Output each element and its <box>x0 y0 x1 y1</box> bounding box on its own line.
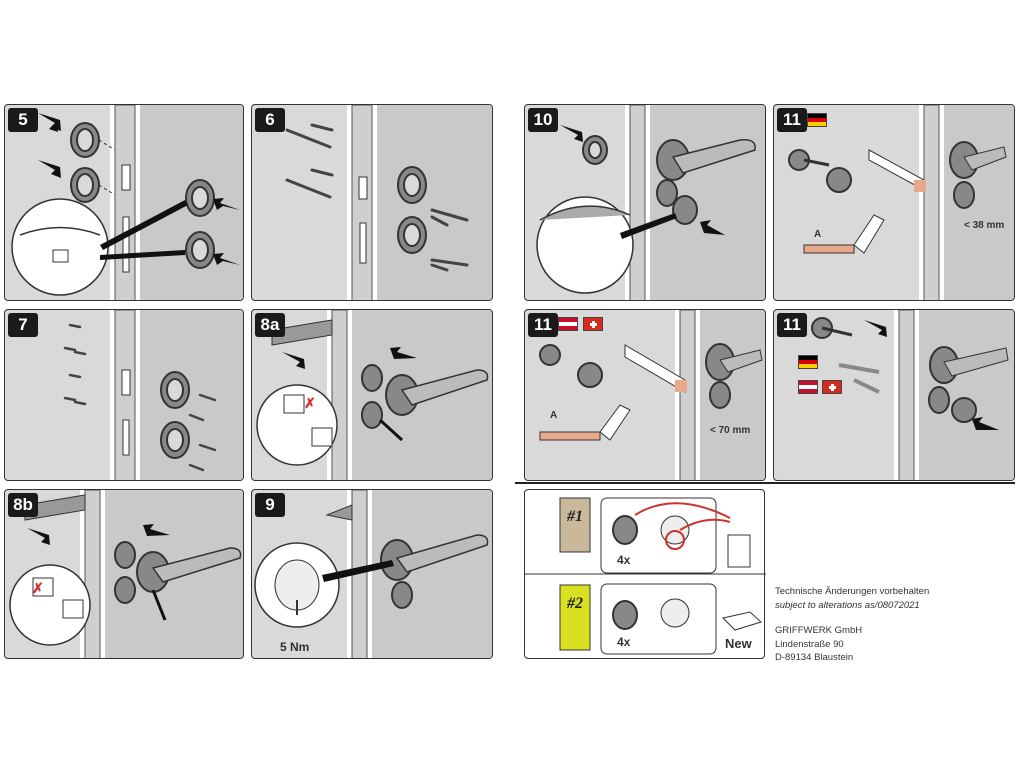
step-number: 9 <box>255 493 285 517</box>
step-number: 8a <box>255 313 285 337</box>
step-5-illustration <box>11 105 243 300</box>
step-8a-panel: ✗ 8a <box>251 309 493 481</box>
step-11-austria-switzerland-panel: 11 < 70 mm A <box>524 309 766 481</box>
step-number: 11 <box>528 313 558 337</box>
switzerland-flag <box>822 380 842 394</box>
step-10-illustration <box>536 105 765 300</box>
measurement-label: < 38 mm <box>964 220 1005 231</box>
disposal-illustration <box>525 497 766 655</box>
changes-notice-english: subject to alterations as/08072021 <box>775 599 920 611</box>
step-9-panel: 9 5 Nm <box>251 489 493 659</box>
step-9-illustration <box>254 490 492 658</box>
step-number: 6 <box>255 108 285 132</box>
disposal-option-1-count: 4x <box>617 553 631 567</box>
step-number: 11 <box>777 313 807 337</box>
step-8b-illustration: ✗ <box>9 490 243 658</box>
disposal-option-2-count: 4x <box>617 635 631 649</box>
step-number: 10 <box>528 108 558 132</box>
germany-flag <box>807 113 827 127</box>
measurement-label: < 70 mm <box>710 425 751 436</box>
svg-text:✗: ✗ <box>304 395 316 411</box>
germany-flag <box>798 355 818 369</box>
step-number: 8b <box>8 493 38 517</box>
disposal-option-2-label: #2 <box>567 595 583 612</box>
step-11-germany-illustration <box>788 105 1014 300</box>
label-a: A <box>550 410 558 421</box>
step-11-austria-switzerland-illustration <box>539 310 765 480</box>
switzerland-flag <box>583 317 603 331</box>
step-number: 5 <box>8 108 38 132</box>
company-footer: Technische Änderungen vorbehalten subjec… <box>775 585 929 665</box>
step-5-panel: 5 <box>4 104 244 301</box>
torque-label: 5 Nm <box>280 640 310 654</box>
austria-flag <box>798 380 818 394</box>
disposal-option-1-label: #1 <box>567 508 583 525</box>
step-number: 7 <box>8 313 38 337</box>
disposal-instructions: #1 #2 4x 4x New <box>524 489 766 659</box>
step-6-illustration <box>285 105 492 300</box>
step-8b-panel: ✗ 8b <box>4 489 244 659</box>
company-street: Lindenstraße 90 <box>775 638 844 650</box>
label-a: A <box>814 229 822 240</box>
step-11-dowel-panel: 11 <box>773 309 1015 481</box>
step-11-dowel-illustration <box>811 310 1014 480</box>
section-divider <box>515 482 1015 484</box>
step-number: 11 <box>777 108 807 132</box>
step-11-germany-panel: 11 < 38 mm A <box>773 104 1015 301</box>
company-city: D-89134 Blaustein <box>775 652 854 663</box>
new-label: New <box>725 636 752 651</box>
company-name: GRIFFWERK GmbH <box>775 625 863 636</box>
austria-flag <box>558 317 578 331</box>
step-8a-illustration: ✗ <box>256 310 492 480</box>
step-7-panel: 7 <box>4 309 244 481</box>
step-7-illustration <box>63 310 243 480</box>
changes-notice: Technische Änderungen vorbehalten <box>775 586 930 597</box>
step-10-panel: 10 <box>524 104 766 301</box>
step-6-panel: 6 <box>251 104 493 301</box>
svg-text:✗: ✗ <box>32 580 44 596</box>
